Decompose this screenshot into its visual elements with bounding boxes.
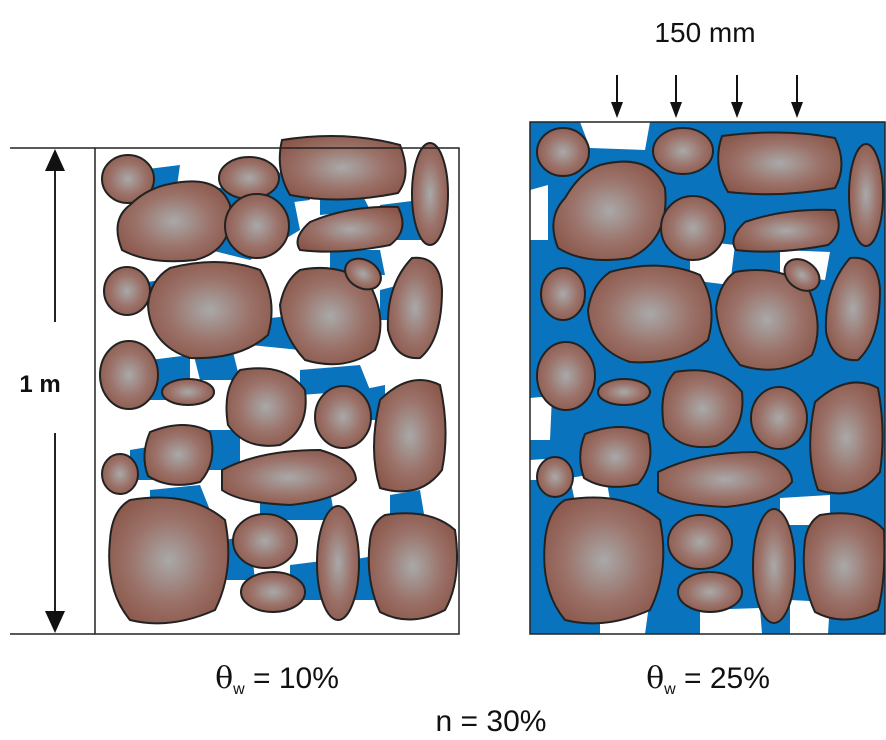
soil-grain (146, 261, 273, 360)
infiltration-arrow-4-icon (791, 75, 803, 118)
soil-grain (552, 160, 667, 261)
soil-grain (99, 340, 159, 410)
soil-grain (783, 258, 821, 292)
soil-grain (536, 341, 596, 411)
height-scale: 1 m (10, 147, 95, 635)
soil-grain (116, 180, 232, 263)
soil-grain (232, 513, 298, 569)
porosity-label: n = 30% (436, 705, 547, 738)
soil-grain (373, 379, 447, 493)
scale-arrow-down-icon (45, 611, 65, 633)
soil-grain (367, 512, 459, 621)
panel-frame (529, 121, 886, 635)
soil-grain (240, 571, 306, 613)
soil-grain (732, 208, 840, 253)
soil-grain (661, 369, 744, 449)
soil-grain (344, 257, 382, 291)
soil-grain (316, 505, 360, 621)
soil-grain (750, 386, 808, 450)
infiltration-arrow-3-icon (731, 75, 743, 118)
panel-high-moisture (529, 121, 886, 635)
soil-grain (848, 143, 884, 247)
soil-grain (809, 381, 884, 495)
soil-grain (161, 378, 215, 406)
soil-grain (218, 156, 280, 200)
theta-label-high: θw = 25% (646, 661, 770, 698)
theta-label-low: θw = 10% (215, 661, 339, 698)
soil-grain (296, 205, 404, 253)
soil-grain (597, 378, 651, 406)
soil-grain (225, 367, 307, 447)
soil-grain (677, 571, 743, 613)
soil-grain (314, 385, 372, 449)
height-label: 1 m (19, 371, 60, 398)
soil-grain (824, 256, 882, 362)
soil-grain (536, 127, 590, 177)
soil-grain (657, 450, 794, 509)
infiltration-label: 150 mm (654, 17, 755, 48)
soil-grain (101, 154, 155, 204)
soil-grain (143, 424, 214, 486)
soil-grain (221, 448, 358, 507)
soil-grain (660, 195, 726, 261)
soil-grain (540, 267, 586, 321)
infiltration-indicator: 150 mm (611, 17, 803, 118)
soil-grain (108, 496, 230, 625)
soil-grain (652, 127, 714, 175)
soil-grain (667, 514, 733, 570)
panel-low-moisture (94, 135, 460, 635)
scale-arrow-up-icon (45, 149, 65, 171)
soil-grain (103, 266, 151, 316)
soil-grain (579, 426, 652, 488)
infiltration-arrow-1-icon (611, 75, 623, 118)
soil-grain (386, 256, 444, 360)
soil-grain (536, 456, 574, 498)
soil-grain (411, 142, 449, 246)
soil-grain (543, 496, 665, 625)
soil-grain (752, 508, 796, 624)
panel-frame (94, 147, 460, 635)
soil-grains (99, 135, 459, 625)
soil-grain (717, 131, 843, 196)
infiltration-arrow-2-icon (670, 75, 682, 118)
soil-grains (536, 127, 886, 625)
soil-grain (586, 264, 713, 364)
soil-grain (224, 193, 290, 259)
soil-grain (802, 512, 886, 621)
soil-grain (278, 135, 407, 201)
soil-grain (101, 453, 139, 495)
